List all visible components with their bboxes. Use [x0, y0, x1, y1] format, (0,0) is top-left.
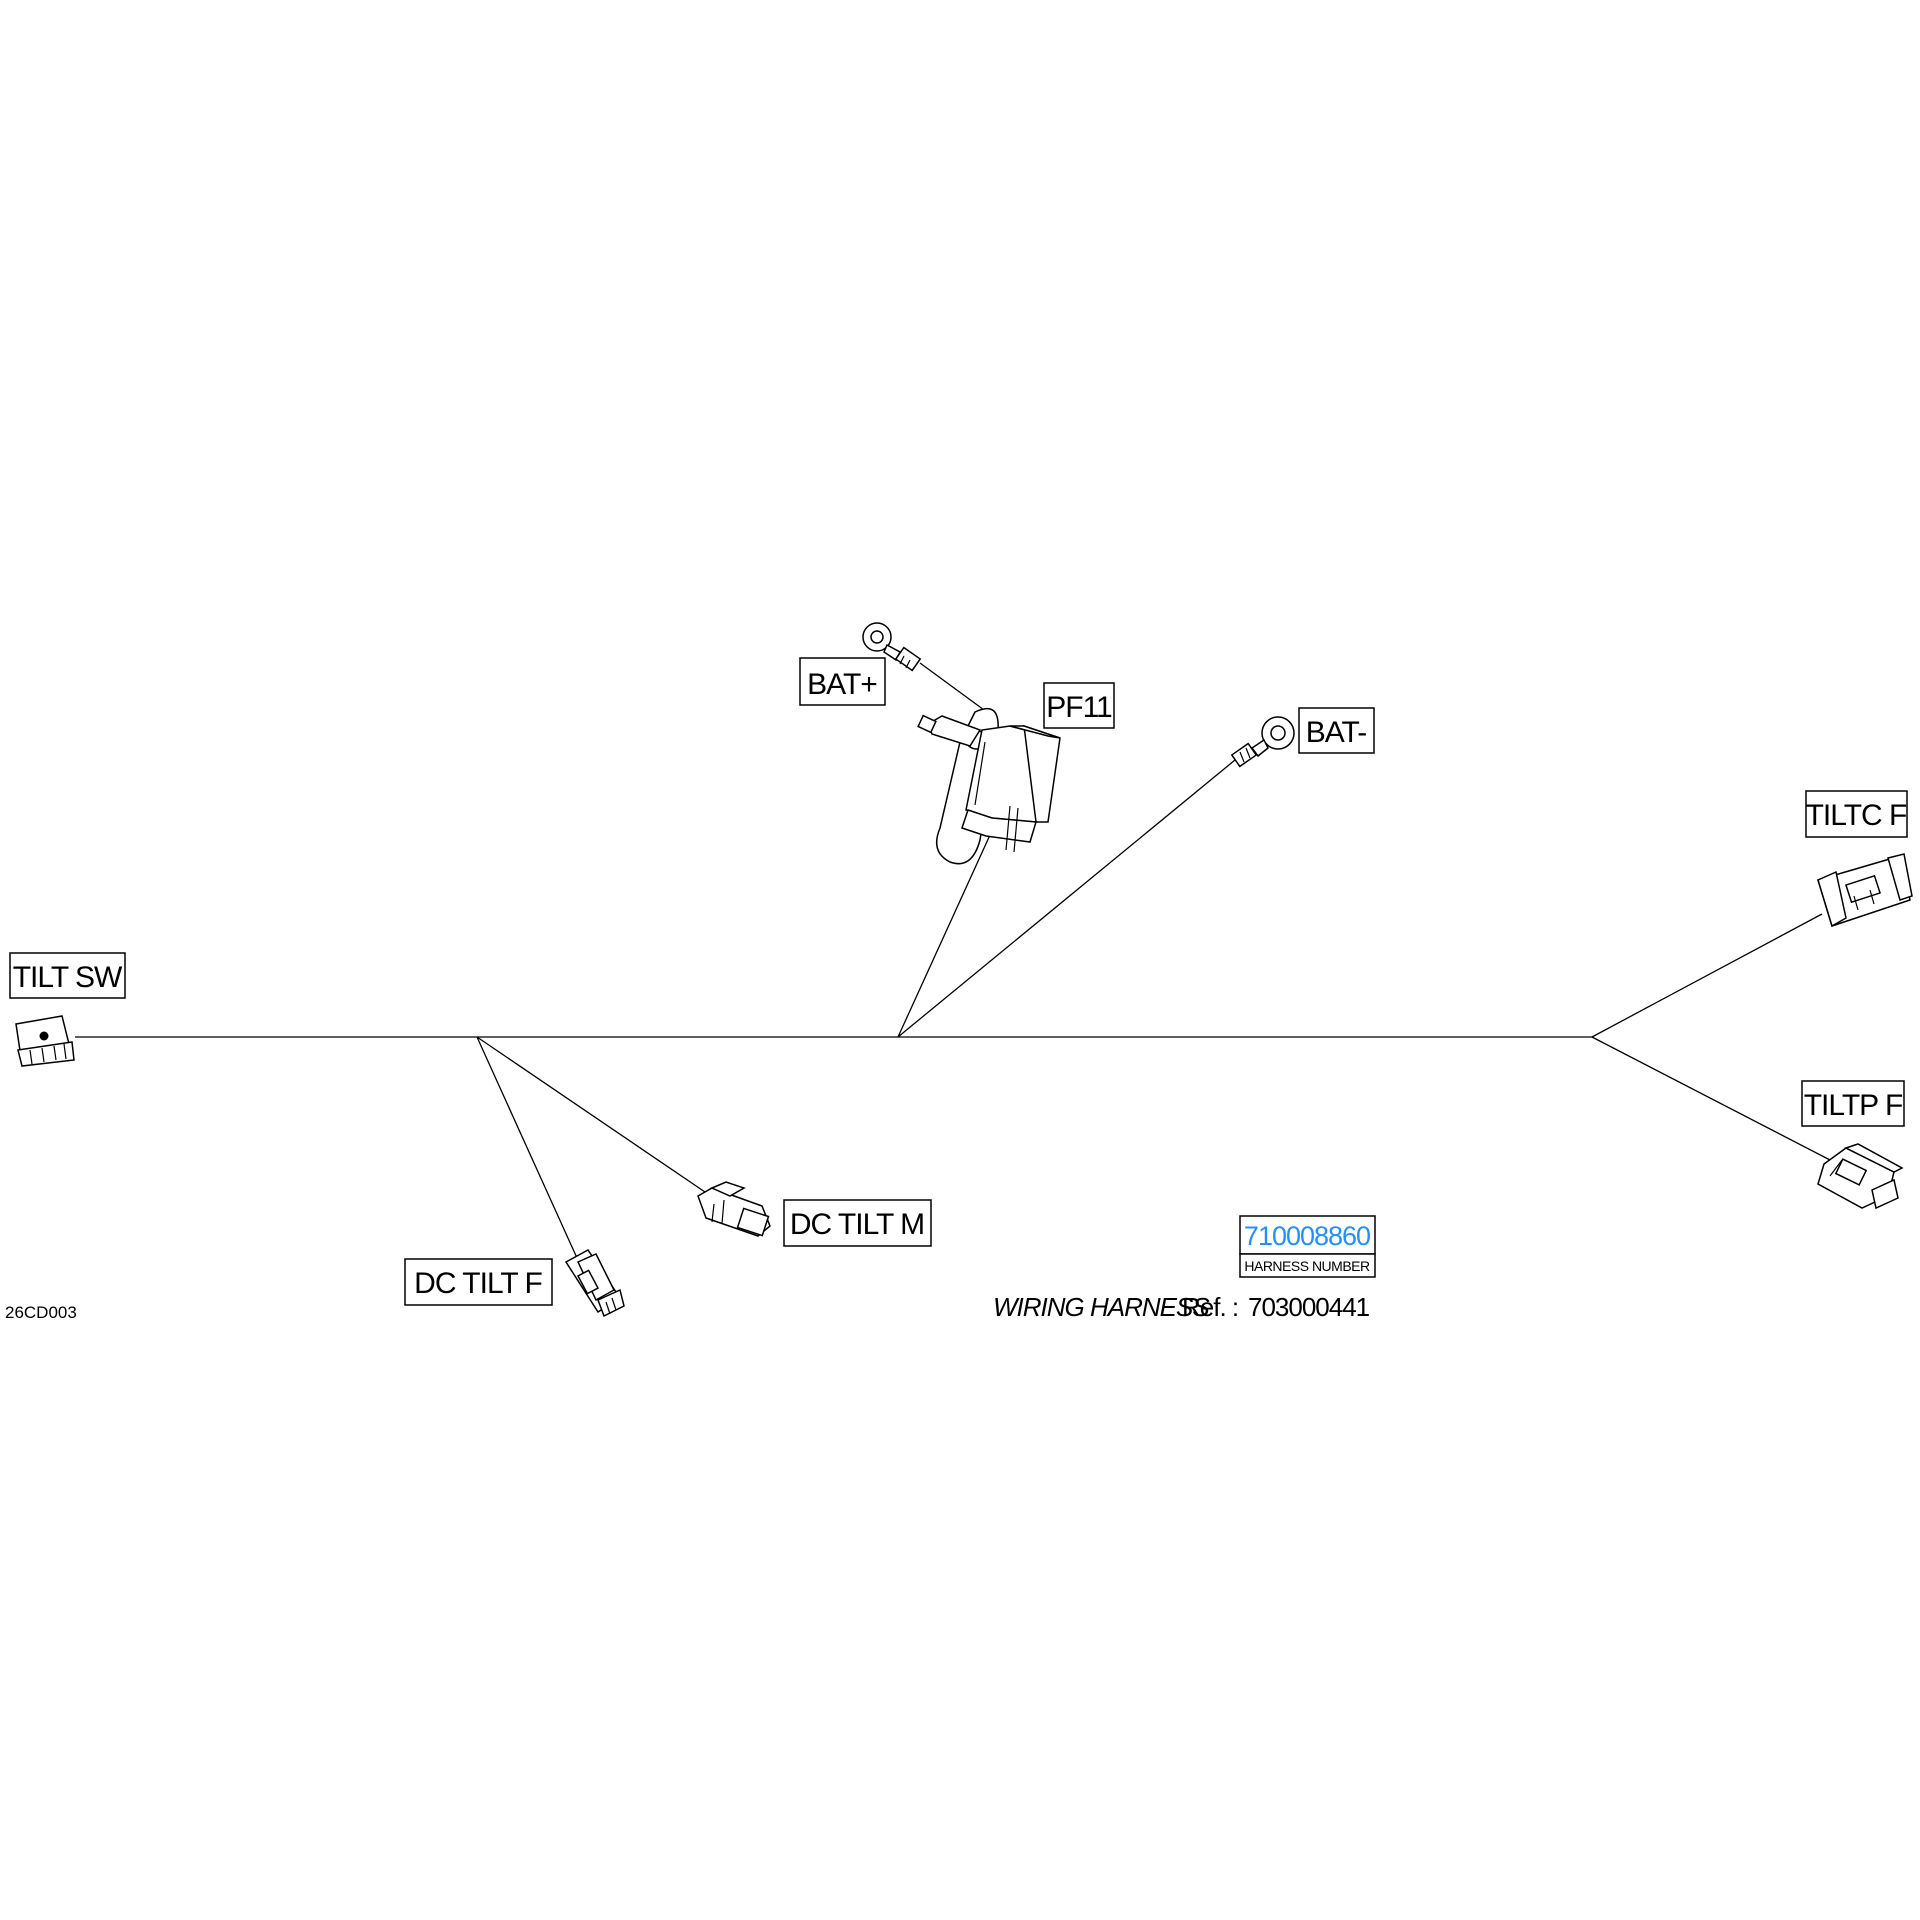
label-dc-tilt-f-text: DC TILT F	[414, 1267, 542, 1300]
label-tilt-sw-text: TILT SW	[13, 961, 123, 994]
label-tiltc-f: TILTC F	[1805, 790, 1908, 838]
wire-to-tiltc-f	[1591, 913, 1823, 1038]
harness-ref-value: 703000441	[1248, 1292, 1370, 1322]
label-pf11: PF11	[1043, 682, 1115, 729]
dc-tilt-m-connector	[697, 1181, 771, 1237]
label-pf11-text: PF11	[1046, 691, 1112, 724]
label-tiltp-f-text: TILTP F	[1804, 1089, 1903, 1122]
harness-wires	[75, 662, 1831, 1259]
label-bat-plus: BAT+	[799, 657, 886, 706]
label-dc-tilt-m-text: DC TILT M	[790, 1208, 924, 1241]
wire-to-tiltp-f	[1591, 1036, 1831, 1161]
harness-title: WIRING HARNESS	[993, 1292, 1210, 1322]
wire-to-bat-minus	[897, 759, 1236, 1038]
label-bat-minus-text: BAT-	[1306, 716, 1366, 749]
harness-number-caption: HARNESS NUMBER	[1244, 1258, 1370, 1274]
wire-to-pf11	[897, 834, 991, 1038]
label-bat-plus-text: BAT+	[807, 668, 877, 701]
tiltp-f-connector	[1817, 1143, 1904, 1210]
harness-reference: WIRING HARNESS Ref. : 703000441	[993, 1292, 1371, 1322]
harness-ref-label: Ref. :	[1182, 1292, 1238, 1322]
label-dc-tilt-m: DC TILT M	[783, 1199, 932, 1247]
tiltc-f-connector	[1817, 853, 1913, 928]
wire-to-dc-tilt-m	[476, 1036, 706, 1193]
drawing-code: 26CD003	[5, 1303, 77, 1322]
harness-number-block: 710008860 HARNESS NUMBER	[1239, 1215, 1376, 1278]
bat-plus-ring-terminal	[862, 622, 922, 672]
pf11-fuse-holder	[917, 707, 1061, 865]
label-tiltp-f: TILTP F	[1801, 1080, 1905, 1127]
harness-number: 710008860	[1244, 1221, 1370, 1251]
label-dc-tilt-f: DC TILT F	[404, 1258, 553, 1306]
wire-to-dc-tilt-f	[476, 1036, 578, 1259]
tilt-sw-connector	[15, 1015, 75, 1067]
label-tilt-sw: TILT SW	[9, 952, 126, 999]
label-tiltc-f-text: TILTC F	[1806, 799, 1907, 832]
dc-tilt-f-connector	[564, 1249, 625, 1318]
bat-minus-ring-terminal	[1230, 716, 1295, 768]
label-bat-minus: BAT-	[1298, 707, 1375, 754]
